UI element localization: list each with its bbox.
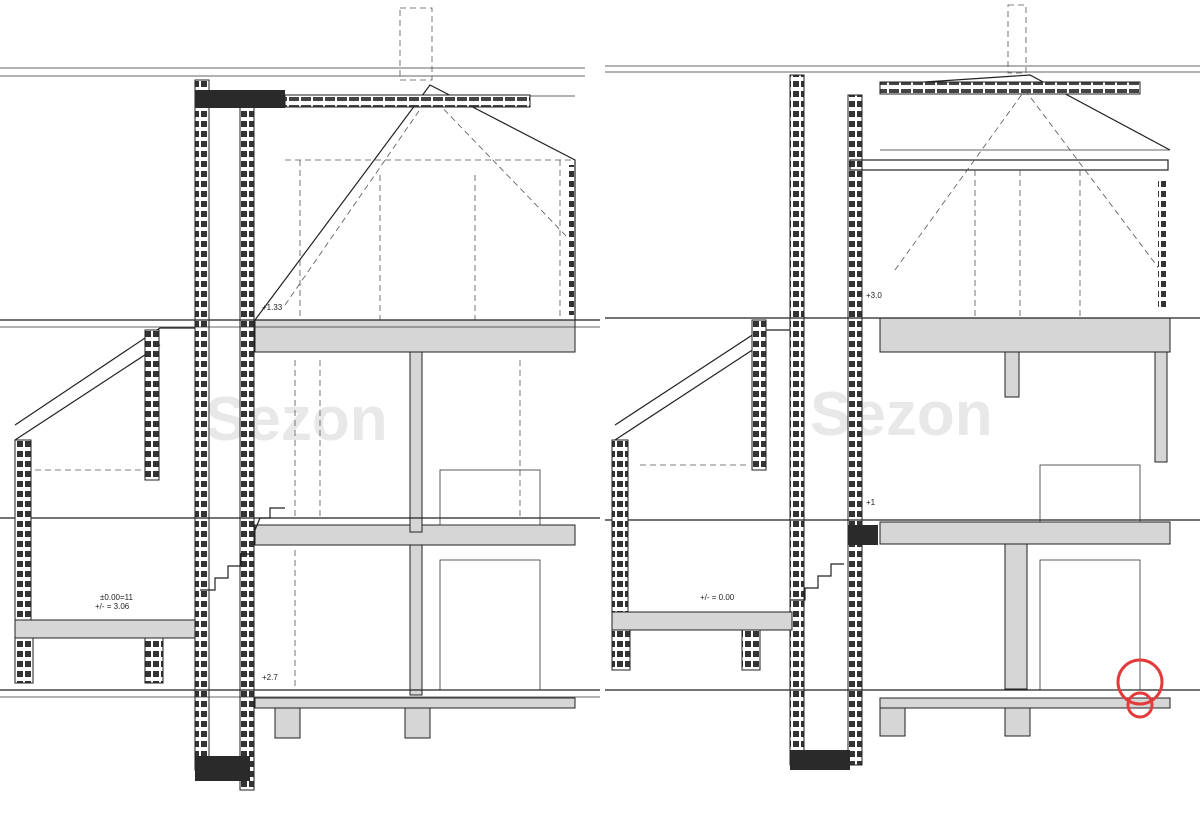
neighbor-foot-right-a xyxy=(611,629,631,671)
column-right-edge xyxy=(1154,351,1168,463)
level-label-right-2: +3.0 xyxy=(866,291,882,300)
chimney-left xyxy=(399,7,433,81)
left-footing xyxy=(195,756,250,781)
door-left-upper xyxy=(439,469,541,526)
neighbor-roof-left xyxy=(14,327,195,426)
logo-ring xyxy=(1116,658,1164,706)
left-wall-cap xyxy=(195,90,285,108)
rafter-right-a xyxy=(894,89,1026,271)
door-right-upper xyxy=(1039,464,1141,523)
roof-truss-left xyxy=(254,84,576,321)
neighbor-foot-left-b xyxy=(144,637,164,684)
door-left-lower xyxy=(439,559,541,691)
left-main-wall xyxy=(194,79,210,771)
ground-slab-left xyxy=(254,697,576,709)
right-inner-wall xyxy=(847,94,863,766)
neighbor-roof-right-under xyxy=(614,344,761,441)
slab-edge-right xyxy=(848,525,878,545)
first-floor-slab-right xyxy=(879,521,1171,545)
footing-left-a xyxy=(274,707,301,739)
footing-right-a xyxy=(879,707,906,737)
neighbor-foot-left-a xyxy=(14,637,34,684)
footing-left-b xyxy=(404,707,431,739)
level-label-left-4: +2.7 xyxy=(262,673,278,682)
level-label-right-1: +1 xyxy=(866,498,876,507)
chimney-right xyxy=(1007,4,1027,74)
right-edge-wall-left xyxy=(568,165,574,315)
neighbor-floor-left xyxy=(14,619,196,639)
door-right-lower xyxy=(1039,559,1141,691)
neighbor-roof-left-under xyxy=(14,344,161,441)
level-label-left-2: +/- = 3.06 xyxy=(95,602,130,611)
right-footing xyxy=(790,750,850,770)
left-inner-wall xyxy=(239,99,255,791)
neighbor-wall-right xyxy=(611,439,629,631)
right-edge-wall-right xyxy=(1158,180,1166,310)
beam-right xyxy=(849,159,1169,171)
neighbor-wall-left xyxy=(14,439,32,631)
brand-logo xyxy=(1116,658,1164,719)
column-right-upper xyxy=(1004,351,1020,398)
roof-top-hatch-right xyxy=(879,81,1141,95)
stair-top-left xyxy=(254,507,285,531)
column-right-lower xyxy=(1004,543,1028,690)
stairs-right xyxy=(790,563,844,601)
neighbor-wall-left-b xyxy=(144,329,160,481)
rafter-left-b xyxy=(429,94,571,241)
logo-ring-small xyxy=(1126,691,1154,719)
footing-right-b xyxy=(1004,707,1031,737)
level-label-left-1: ±0.00=11 xyxy=(100,593,133,602)
level-label-right-3: +/- = 0.00 xyxy=(700,593,735,602)
rafter-right-b xyxy=(1024,89,1161,271)
neighbor-foot-right-b xyxy=(741,629,761,671)
right-section: +1 +3.0 +/- = 0.00 xyxy=(605,4,1200,770)
column-left-upper xyxy=(409,351,423,533)
attic-slab-left xyxy=(254,319,576,353)
level-label-left-3: +1.33 xyxy=(262,303,283,312)
attic-slab-right xyxy=(879,317,1171,353)
watermark-left: Sezon xyxy=(205,385,388,454)
right-main-wall xyxy=(789,74,805,766)
roof-top-hatch-left xyxy=(284,94,531,108)
neighbor-wall-right-b xyxy=(751,319,767,471)
left-section: ±0.00=11 +/- = 3.06 +1.33 +2.7 xyxy=(0,7,600,791)
watermark-right: Sezon xyxy=(810,380,993,449)
rafter-left-a xyxy=(284,94,431,306)
column-left-lower xyxy=(409,544,423,696)
neighbor-floor-right xyxy=(611,611,793,631)
stairs-left xyxy=(200,553,254,591)
